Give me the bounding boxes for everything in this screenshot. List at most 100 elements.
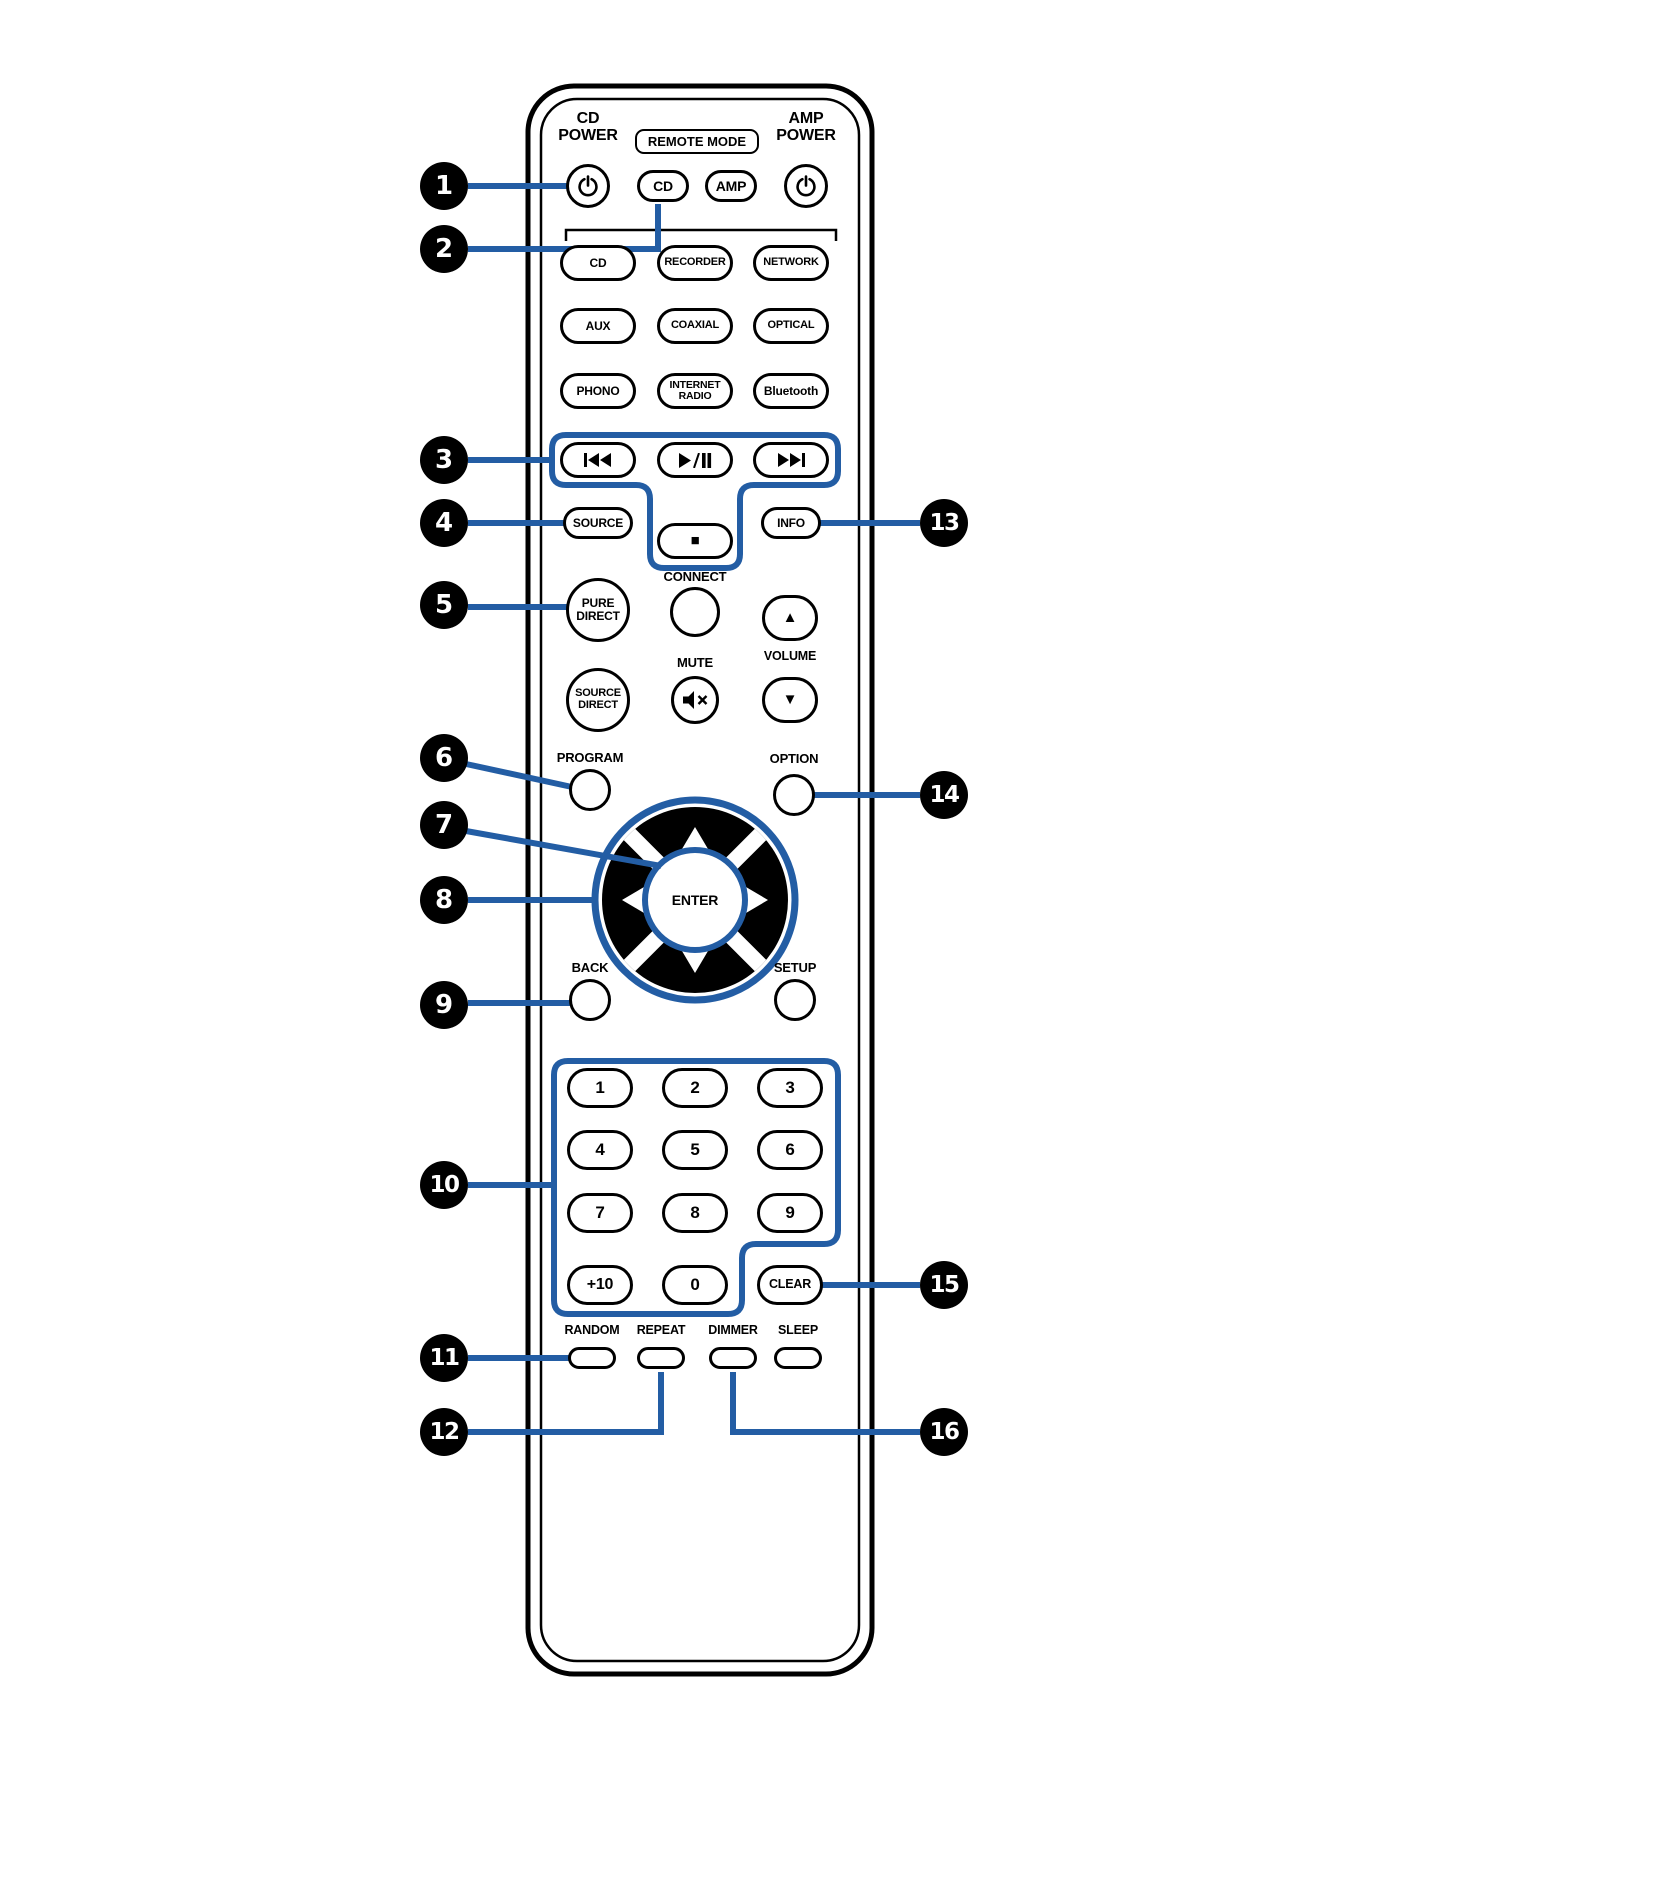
- remote-mode-amp-button[interactable]: AMP: [705, 170, 757, 202]
- back-button[interactable]: [569, 979, 611, 1021]
- plus10-button[interactable]: +10: [567, 1265, 633, 1305]
- stop-button[interactable]: ■: [657, 523, 733, 559]
- cd-power-label: CD POWER: [558, 110, 618, 145]
- connect-button[interactable]: [670, 587, 720, 637]
- program-label: PROGRAM: [556, 750, 624, 765]
- callout-8: 8: [420, 876, 468, 924]
- skip-forward-button[interactable]: [753, 442, 829, 478]
- connect-label: CONNECT: [663, 569, 727, 584]
- keypad-group-highlight: [551, 1058, 841, 1317]
- play-pause-button[interactable]: [657, 442, 733, 478]
- sleep-button[interactable]: [774, 1347, 822, 1369]
- source-cd-button[interactable]: CD: [560, 245, 636, 281]
- wire-16: [730, 1372, 920, 1435]
- volume-up-button[interactable]: ▲: [762, 595, 818, 641]
- back-label: BACK: [571, 960, 609, 975]
- callout-3: 3: [420, 436, 468, 484]
- remote-mode-cd-button[interactable]: CD: [637, 170, 689, 202]
- callout-15: 15: [920, 1261, 968, 1309]
- option-label: OPTION: [769, 751, 819, 766]
- digit-6-button[interactable]: 6: [757, 1130, 823, 1170]
- cursor-right-icon[interactable]: [746, 887, 768, 913]
- cursor-pad[interactable]: [591, 796, 799, 1004]
- digit-1-button[interactable]: 1: [567, 1068, 633, 1108]
- digit-7-button[interactable]: 7: [567, 1193, 633, 1233]
- digit-3-button[interactable]: 3: [757, 1068, 823, 1108]
- transport-group-highlight: [549, 432, 841, 571]
- source-network-button[interactable]: NETWORK: [753, 245, 829, 281]
- callout-1: 1: [420, 162, 468, 210]
- enter-button-label[interactable]: ENTER: [671, 892, 719, 908]
- mute-icon: [682, 691, 707, 709]
- pure-direct-button[interactable]: PURE DIRECT: [566, 578, 630, 642]
- digit-4-button[interactable]: 4: [567, 1130, 633, 1170]
- random-label: RANDOM: [564, 1323, 620, 1337]
- remote-mode-label: REMOTE MODE: [635, 129, 759, 154]
- repeat-button[interactable]: [637, 1347, 685, 1369]
- repeat-label: REPEAT: [636, 1323, 686, 1337]
- volume-up-icon: ▲: [782, 609, 798, 627]
- wire-6: [465, 761, 573, 790]
- setup-button[interactable]: [774, 979, 816, 1021]
- sleep-label: SLEEP: [778, 1323, 818, 1337]
- setup-label: SETUP: [773, 960, 817, 975]
- cursor-up-icon[interactable]: [682, 827, 708, 849]
- skip-back-button[interactable]: [560, 442, 636, 478]
- callout-14: 14: [920, 771, 968, 819]
- amp-power-button[interactable]: [784, 164, 828, 208]
- source-internet-radio-button[interactable]: INTERNET RADIO: [657, 373, 733, 409]
- power-icon: [578, 175, 598, 197]
- source-coaxial-button[interactable]: COAXIAL: [657, 308, 733, 344]
- stop-icon: ■: [690, 532, 700, 550]
- mute-button[interactable]: [671, 676, 719, 724]
- info-button[interactable]: INFO: [761, 507, 821, 539]
- digit-2-button[interactable]: 2: [662, 1068, 728, 1108]
- dimmer-button[interactable]: [709, 1347, 757, 1369]
- digit-0-button[interactable]: 0: [662, 1265, 728, 1305]
- wire-2: [468, 204, 661, 252]
- callout-wires: [465, 183, 920, 1435]
- option-button[interactable]: [773, 774, 815, 816]
- digit-9-button[interactable]: 9: [757, 1193, 823, 1233]
- cursor-down-icon[interactable]: [682, 951, 708, 973]
- callout-2: 2: [420, 225, 468, 273]
- volume-down-button[interactable]: ▼: [762, 677, 818, 723]
- wire-12: [468, 1372, 664, 1435]
- volume-down-icon: ▼: [782, 691, 798, 709]
- power-icon: [796, 175, 816, 197]
- callout-11: 11: [420, 1334, 468, 1382]
- random-button[interactable]: [568, 1347, 616, 1369]
- skip-forward-icon: [778, 453, 805, 467]
- program-button[interactable]: [569, 769, 611, 811]
- callout-4: 4: [420, 499, 468, 547]
- source-phono-button[interactable]: PHONO: [560, 373, 636, 409]
- source-bluetooth-button[interactable]: Bluetooth: [753, 373, 829, 409]
- wire-7: [465, 828, 662, 869]
- source-optical-button[interactable]: OPTICAL: [753, 308, 829, 344]
- cursor-left-icon[interactable]: [622, 887, 644, 913]
- callout-10: 10: [420, 1161, 468, 1209]
- callout-12: 12: [420, 1408, 468, 1456]
- skip-back-icon: [584, 453, 611, 467]
- cd-power-button[interactable]: [566, 164, 610, 208]
- clear-button[interactable]: CLEAR: [757, 1265, 823, 1305]
- digit-8-button[interactable]: 8: [662, 1193, 728, 1233]
- remote-body-inner-outline: [539, 97, 861, 1663]
- callout-13: 13: [920, 499, 968, 547]
- source-recorder-button[interactable]: RECORDER: [657, 245, 733, 281]
- dimmer-label: DIMMER: [708, 1323, 758, 1337]
- digit-5-button[interactable]: 5: [662, 1130, 728, 1170]
- source-aux-button[interactable]: AUX: [560, 308, 636, 344]
- amp-power-label: AMP POWER: [776, 110, 836, 145]
- source-direct-button[interactable]: SOURCE DIRECT: [566, 668, 630, 732]
- enter-button-highlight-ring[interactable]: [642, 847, 748, 953]
- volume-label: VOLUME: [763, 649, 817, 663]
- source-group-bracket: [564, 228, 838, 241]
- callout-16: 16: [920, 1408, 968, 1456]
- callout-5: 5: [420, 581, 468, 629]
- source-button[interactable]: SOURCE: [563, 507, 633, 539]
- mute-label: MUTE: [676, 655, 714, 670]
- callout-7: 7: [420, 801, 468, 849]
